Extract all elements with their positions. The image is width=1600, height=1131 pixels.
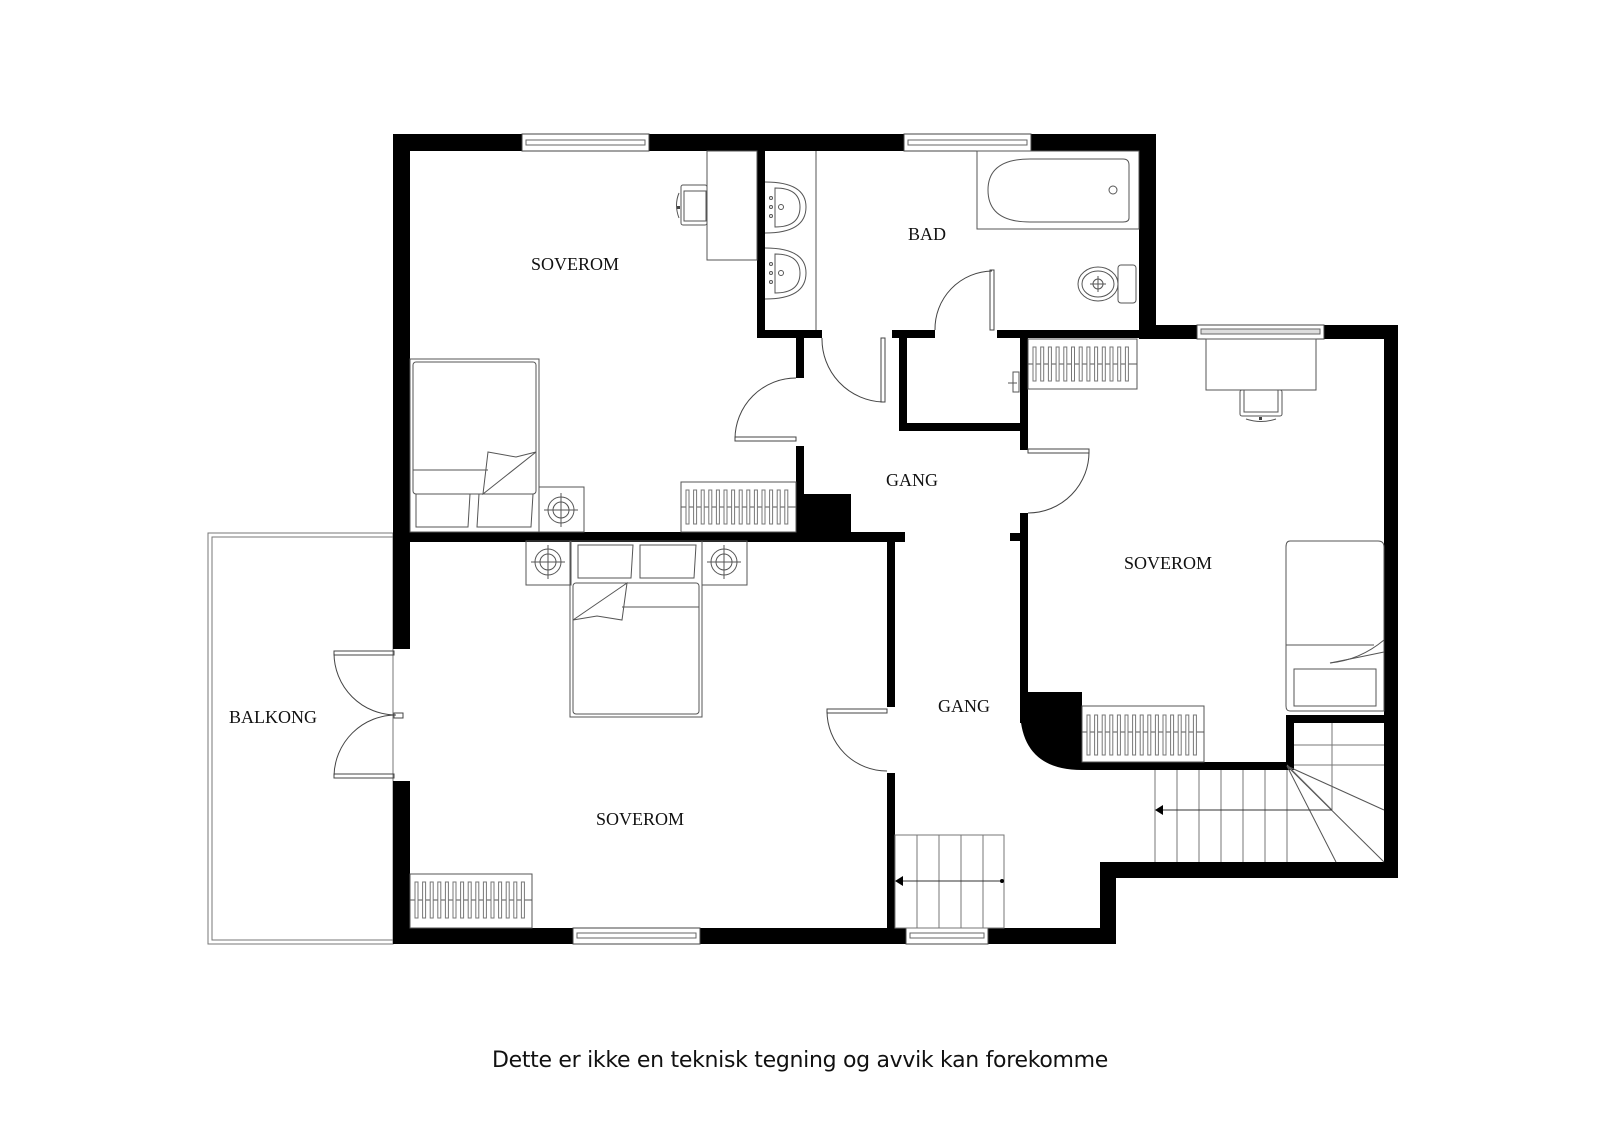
radiator-bedroom3 <box>409 873 533 929</box>
room-label-gang-1: GANG <box>886 470 938 490</box>
toilet <box>1077 264 1137 304</box>
window-top-bedroom2 <box>1196 324 1325 340</box>
radiator-bedroom1 <box>680 481 797 533</box>
door-bedroom2 <box>1027 448 1090 514</box>
chair-bedroom2 <box>1239 389 1283 422</box>
balcony-outline <box>207 532 394 945</box>
desk-bedroom1 <box>706 150 758 261</box>
bed-bedroom3 <box>569 540 703 718</box>
chair-bedroom1 <box>676 184 708 226</box>
room-label-bad: BAD <box>908 224 946 244</box>
window-top-bath <box>903 133 1032 152</box>
nightstand-bedroom3-left <box>525 540 572 586</box>
door-bath <box>934 269 995 331</box>
room-label-gang-2: GANG <box>938 696 990 716</box>
nightstand-bedroom1 <box>538 486 585 533</box>
door-bedroom1 <box>734 377 797 442</box>
radiator-bedroom2 <box>1081 705 1205 763</box>
door-bedroom3 <box>826 708 888 772</box>
door-balcony <box>333 650 404 779</box>
room-label-soverom-3: SOVEROM <box>596 809 684 829</box>
closet-fixture <box>1008 371 1020 393</box>
sink-upper <box>764 181 807 234</box>
room-label-soverom-1: SOVEROM <box>531 254 619 274</box>
nightstand-bedroom3-right <box>701 540 748 586</box>
room-label-balkong: BALKONG <box>229 707 317 727</box>
desk-bedroom2 <box>1205 338 1317 391</box>
stairs-lower-gang <box>894 834 1005 929</box>
window-bottom-bedroom3 <box>572 927 701 945</box>
room-label-soverom-2: SOVEROM <box>1124 553 1212 573</box>
sink-lower <box>764 247 807 300</box>
window-top-bedroom1 <box>521 133 650 152</box>
interior-walls <box>393 151 1384 928</box>
disclaimer-caption: Dette er ikke en teknisk tegning og avvi… <box>491 1048 1109 1073</box>
bed-bedroom2 <box>1285 540 1385 712</box>
bathtub <box>976 150 1140 230</box>
stairs-right <box>1154 723 1385 863</box>
bed-bedroom1 <box>409 358 540 533</box>
window-bottom-gang <box>905 927 989 945</box>
radiator-closet-side <box>1027 338 1138 390</box>
door-bath-left <box>821 337 886 403</box>
